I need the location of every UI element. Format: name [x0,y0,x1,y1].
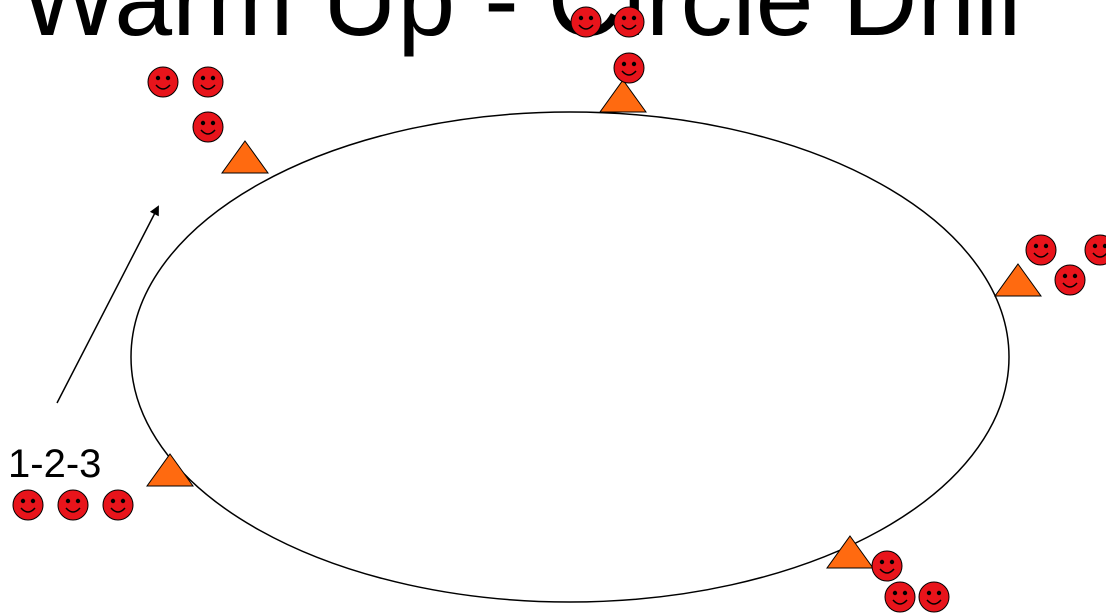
player-top-left-3-smiley-face-icon [192,111,224,143]
cone-top-left-triangle-cone-icon [221,140,269,174]
direction-arrow-icon [56,205,159,404]
player-start-2-smiley-face-icon [57,489,89,521]
slide-title: Warm Up - Circle Drill [20,0,1022,58]
player-start-3-smiley-face-icon [102,489,134,521]
player-right-3-smiley-face-icon [1054,264,1086,296]
cone-top-triangle-cone-icon [599,79,647,113]
player-top-left-1-smiley-face-icon [147,66,179,98]
player-top-2-smiley-face-icon [613,6,645,38]
cone-bottom-right-triangle-cone-icon [826,535,874,569]
player-bottom-right-2-smiley-face-icon [884,581,916,613]
player-right-2-smiley-face-icon [1084,234,1106,266]
player-right-1-smiley-face-icon [1025,234,1057,266]
cone-start-triangle-cone-icon [146,453,194,487]
player-bottom-right-3-smiley-face-icon [918,581,950,613]
player-bottom-right-1-smiley-face-icon [871,550,903,582]
running-circle [130,111,1010,603]
player-top-1-smiley-face-icon [570,6,602,38]
player-start-1-smiley-face-icon [12,489,44,521]
player-top-3-smiley-face-icon [613,52,645,84]
player-top-left-2-smiley-face-icon [192,66,224,98]
cone-right-triangle-cone-icon [994,263,1042,297]
count-label: 1-2-3 [8,442,102,486]
